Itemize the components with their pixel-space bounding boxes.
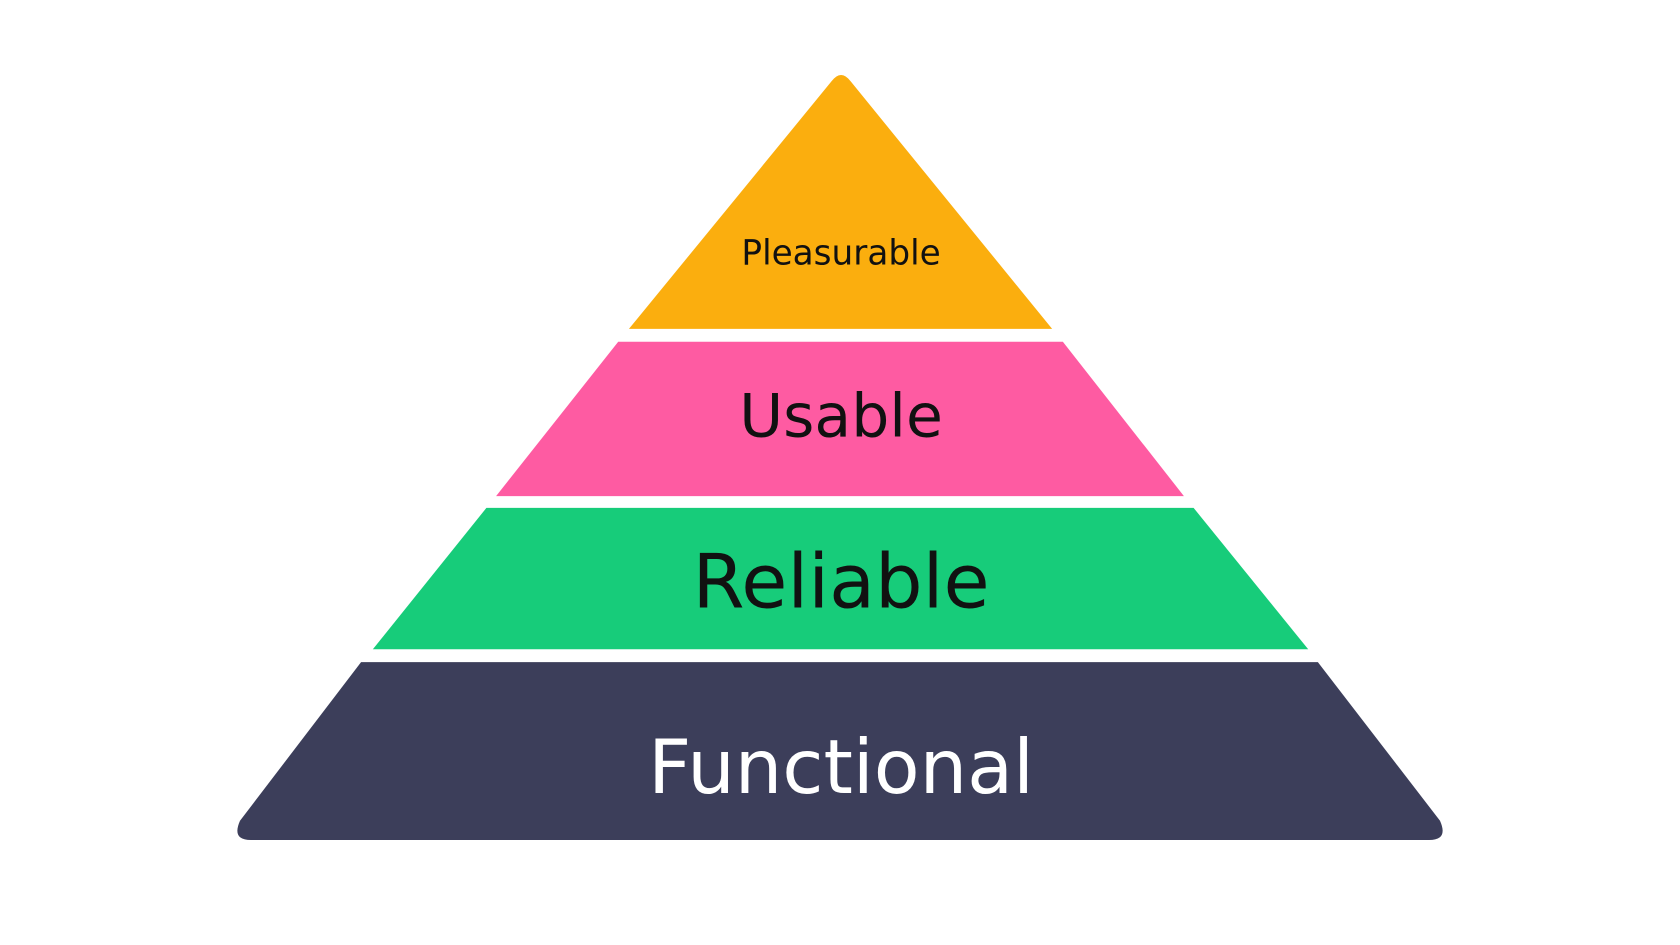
label-usable: Usable [739, 382, 943, 452]
pyramid-level-functional [237, 662, 1443, 840]
label-reliable: Reliable [693, 538, 990, 626]
pyramid-level-usable [496, 341, 1184, 497]
label-pleasurable: Pleasurable [741, 233, 940, 273]
pyramid-level-pleasurable [628, 75, 1053, 329]
pyramid-level-reliable [372, 507, 1309, 650]
label-functional: Functional [648, 723, 1034, 811]
